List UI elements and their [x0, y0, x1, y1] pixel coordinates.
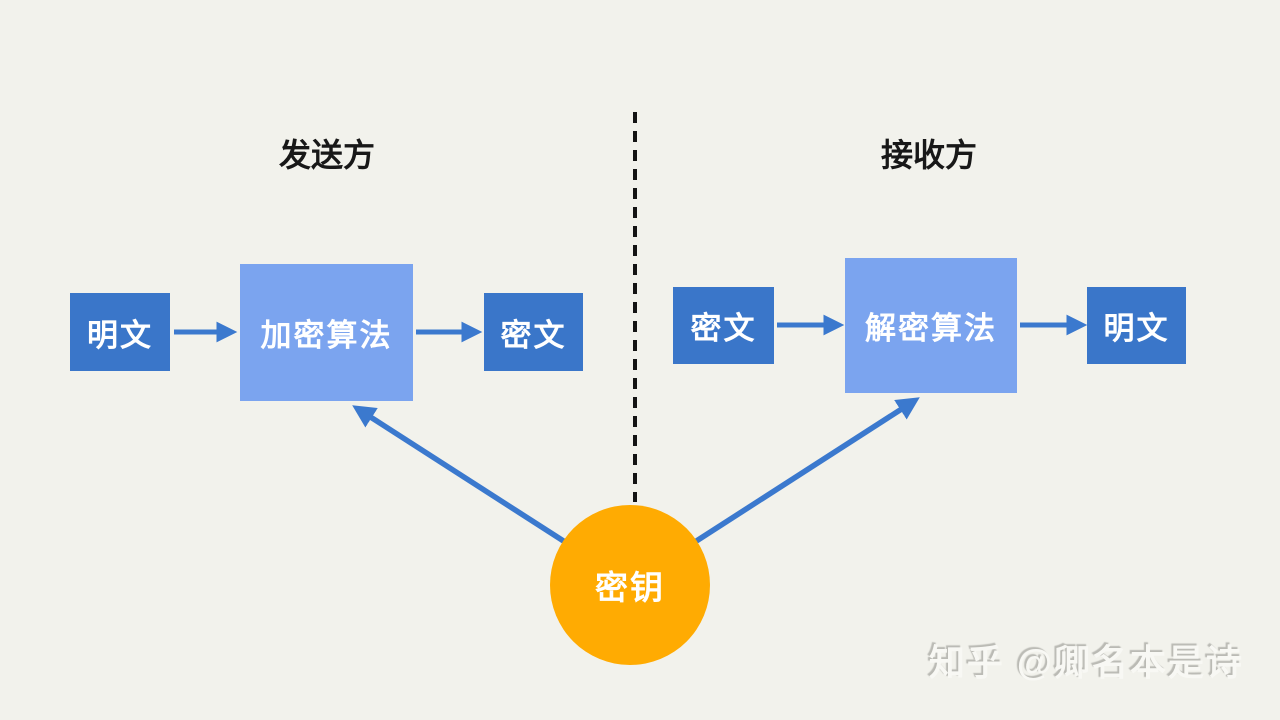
receiver-ciphertext-box: 密文: [673, 287, 774, 364]
decryption-algorithm-box: 解密算法: [845, 258, 1017, 393]
sender-ciphertext-box: 密文: [484, 293, 583, 371]
encryption-algorithm-box: 加密算法: [240, 264, 413, 401]
sender-section-title: 发送方: [278, 137, 375, 173]
key-circle: 密钥: [550, 505, 710, 665]
receiver-plaintext-box: 明文: [1087, 287, 1186, 364]
receiver-section-title: 接收方: [880, 137, 977, 173]
sender-plaintext-box: 明文: [70, 293, 170, 371]
watermark: 知乎 @卿名本是诗: [928, 642, 1244, 683]
